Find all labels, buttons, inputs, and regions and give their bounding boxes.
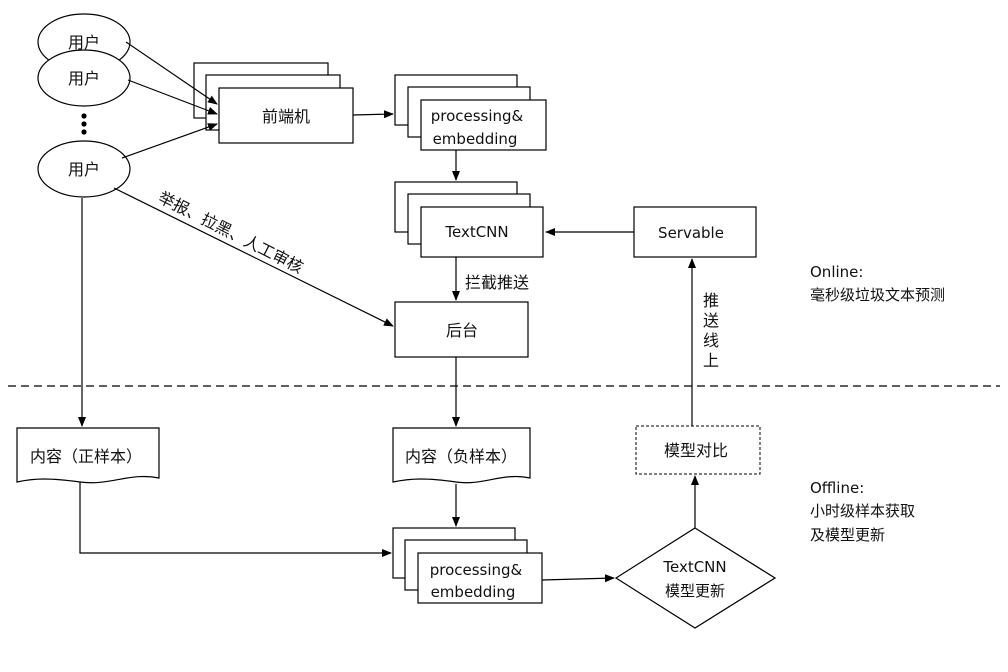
ellipsis-dots (81, 113, 87, 135)
edge-user3-frontend (121, 123, 218, 159)
processing-bottom-label-line2: embedding (431, 583, 516, 601)
online-section-desc: 毫秒级垃圾文本预测 (810, 286, 945, 304)
model-compare-node: 模型对比 (635, 425, 761, 475)
textcnn-update-node: TextCNN 模型更新 (614, 527, 777, 629)
user-node-2-label: 用户 (68, 69, 100, 88)
frontend-node: 前端机 (193, 62, 354, 144)
user-node-3: 用户 (37, 140, 131, 198)
processing-bottom-label-line1: processing& (430, 561, 523, 579)
offline-section-desc-1: 小时级样本获取 (810, 502, 915, 520)
edge-label-push-online-char: 上 (703, 351, 719, 370)
edge-label-report: 举报、拉黑、人工审核 (155, 188, 306, 278)
edge-label-push-online-char: 推 (703, 291, 719, 310)
content-positive-label: 内容（正样本） (30, 447, 142, 466)
user-node-1-label: 用户 (68, 33, 100, 52)
user-node-3-label: 用户 (68, 160, 100, 179)
online-section-title: Online: (810, 263, 863, 281)
backend-node: 后台 (394, 301, 529, 358)
textcnn-top-label: TextCNN (444, 223, 508, 241)
servable-label: Servable (658, 224, 724, 242)
edge-frontend-processing (352, 110, 394, 119)
textcnn-top-node: TextCNN (394, 181, 544, 258)
user-node-2: 用户 (37, 49, 131, 107)
edge-label-intercept: 拦截推送 (465, 273, 529, 292)
edge-processing-textcnn-update (541, 574, 615, 583)
edge-user2-frontend (127, 79, 218, 115)
processing-top-label-line2: embedding (433, 130, 518, 148)
edge-label-push-online-char: 线 (703, 331, 719, 350)
textcnn-update-label-line2: 模型更新 (665, 582, 725, 600)
offline-section-desc-2: 及模型更新 (810, 526, 885, 544)
processing-top-node: processing& embedding (394, 74, 547, 151)
offline-section-title: Offline: (810, 479, 864, 497)
edge-user3-backend (113, 187, 394, 327)
model-compare-label: 模型对比 (664, 441, 728, 460)
edge-user1-frontend (125, 41, 218, 105)
content-negative-label: 内容（负样本） (405, 447, 517, 466)
content-positive-node: 内容（正样本） (16, 427, 160, 484)
edge-content-positive-processing (79, 482, 392, 557)
content-negative-node: 内容（负样本） (392, 427, 531, 484)
servable-node: Servable (633, 206, 757, 258)
textcnn-update-label-line1: TextCNN (662, 558, 726, 576)
frontend-label: 前端机 (262, 107, 310, 126)
processing-bottom-node: processing& embedding (392, 527, 543, 604)
processing-top-label-line1: processing& (431, 107, 524, 125)
edge-label-push-online: 推送线上 (703, 291, 719, 370)
backend-label: 后台 (446, 321, 478, 340)
edge-label-push-online-char: 送 (703, 311, 719, 330)
